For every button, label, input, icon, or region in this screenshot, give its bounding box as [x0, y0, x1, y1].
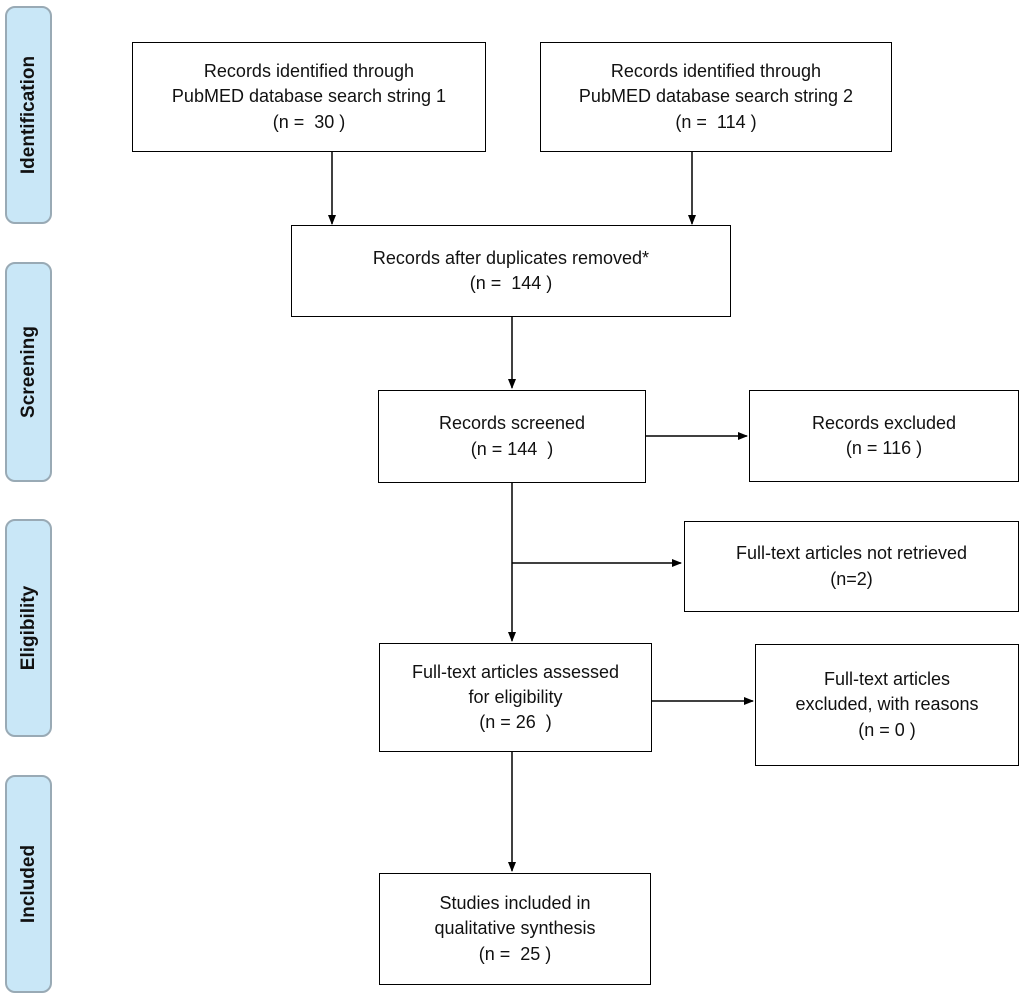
stage-included: Included	[5, 775, 52, 993]
dedup-box: Records after duplicates removed* (n = 1…	[291, 225, 731, 317]
dedup-line1: Records after duplicates removed*	[372, 247, 650, 268]
screened-box: Records screened (n = 144 )	[378, 390, 646, 483]
stage-identification-label: Identification	[17, 55, 39, 175]
included-count: (n = 25 )	[478, 943, 552, 964]
stage-eligibility: Eligibility	[5, 519, 52, 737]
search-string-2-line2: PubMED database search string 2	[578, 86, 854, 107]
search-string-2-box: Records identified through PubMED databa…	[540, 42, 892, 152]
not-retrieved-count: (n=2)	[830, 568, 873, 589]
included-line1: Studies included in	[439, 893, 591, 914]
included-box: Studies included in qualitative synthesi…	[379, 873, 651, 985]
stage-identification: Identification	[5, 6, 52, 224]
screened-count: (n = 144 )	[470, 438, 554, 459]
not-retrieved-box: Full-text articles not retrieved (n=2)	[684, 521, 1019, 612]
fulltext-excluded-line1: Full-text articles	[823, 669, 950, 690]
screened-line1: Records screened	[438, 413, 586, 434]
excluded-box: Records excluded (n = 116 )	[749, 390, 1019, 482]
not-retrieved-line1: Full-text articles not retrieved	[735, 543, 968, 564]
search-string-1-box: Records identified through PubMED databa…	[132, 42, 486, 152]
search-string-2-count: (n = 114 )	[675, 111, 757, 132]
stage-screening-label: Screening	[17, 326, 39, 418]
dedup-count: (n = 144 )	[469, 273, 553, 293]
excluded-line1: Records excluded	[811, 412, 957, 433]
included-line2: qualitative synthesis	[434, 918, 596, 939]
assessed-count: (n = 26 )	[479, 712, 552, 733]
search-string-1-count: (n = 30 )	[272, 111, 346, 132]
stage-screening: Screening	[5, 262, 52, 482]
assessed-box: Full-text articles assessed for eligibil…	[379, 643, 652, 752]
search-string-1-line1: Records identified through	[203, 61, 415, 82]
fulltext-excluded-box: Full-text articles excluded, with reason…	[755, 644, 1019, 766]
search-string-2-line1: Records identified through	[610, 61, 822, 82]
stage-eligibility-label: Eligibility	[17, 585, 39, 671]
assessed-line2: for eligibility	[468, 686, 563, 707]
assessed-line1: Full-text articles assessed	[411, 661, 620, 682]
fulltext-excluded-count: (n = 0 )	[858, 719, 916, 740]
excluded-count: (n = 116 )	[845, 438, 923, 458]
search-string-1-line2: PubMED database search string 1	[171, 86, 447, 107]
fulltext-excluded-line2: excluded, with reasons	[795, 694, 979, 715]
stage-included-label: Included	[17, 844, 39, 924]
